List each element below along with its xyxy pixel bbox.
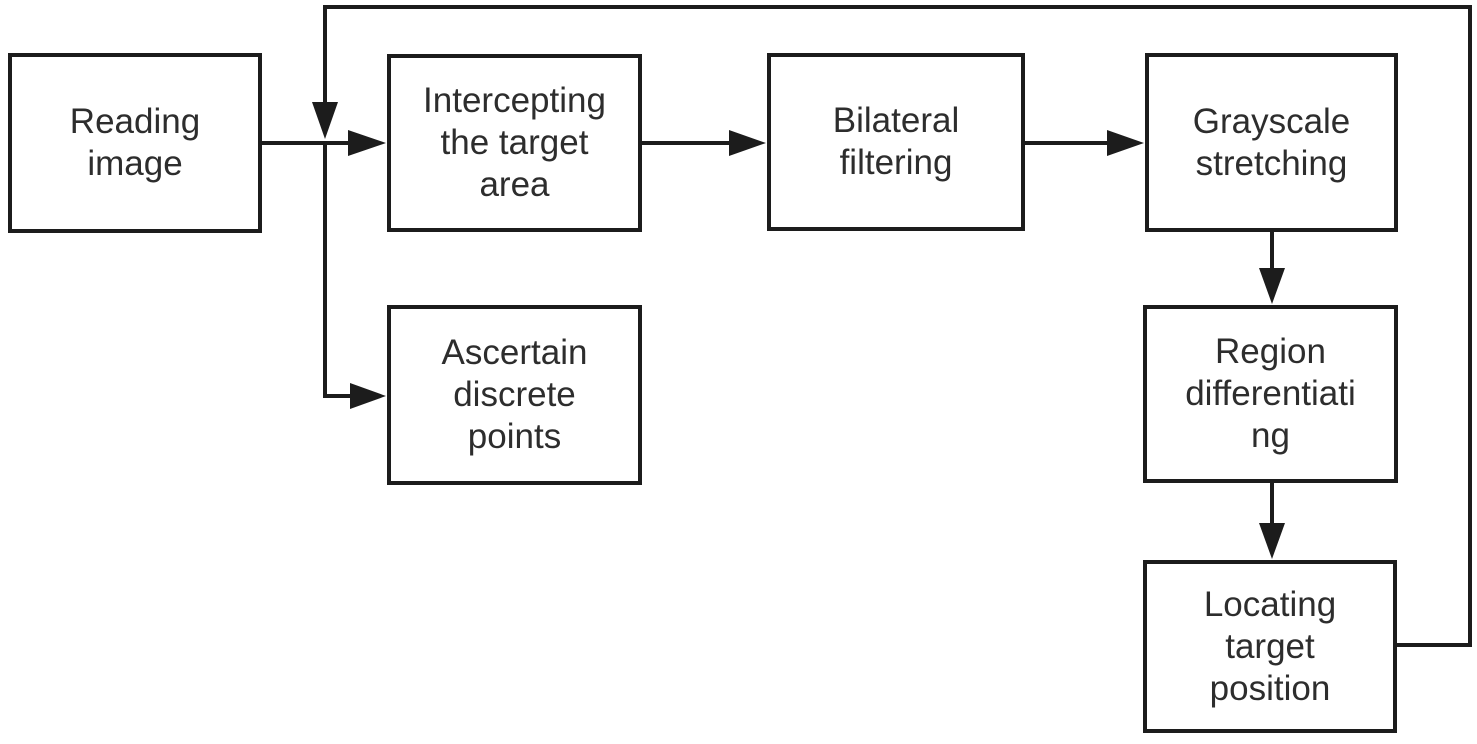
- flow-box-bilateral-filtering: Bilateral filtering: [767, 53, 1025, 231]
- flow-box-reading-image-label: Reading image: [69, 102, 201, 183]
- flow-box-intercepting-target-area-label: Intercepting the target area: [423, 81, 606, 204]
- flow-box-locating-target-position: Locating target position: [1143, 560, 1397, 733]
- flow-box-reading-image: Reading image: [8, 53, 262, 233]
- flow-box-grayscale-stretching: Grayscale stretching: [1145, 53, 1398, 232]
- flow-box-locating-target-position-label: Locating target position: [1203, 584, 1337, 708]
- flow-box-region-differentiating-label: Region differentiati ng: [1185, 332, 1356, 455]
- arrowhead-bilateral-to-grayscale-icon: [1107, 130, 1144, 156]
- flow-box-ascertain-discrete-points: Ascertain discrete points: [387, 305, 642, 485]
- arrowhead-grayscale-to-region-icon: [1259, 268, 1285, 304]
- arrowhead-reading-to-intercepting-icon: [348, 130, 386, 156]
- arrowhead-intercepting-to-bilateral-icon: [729, 130, 766, 156]
- arrowhead-feedback-down-icon: [312, 102, 338, 139]
- flow-box-region-differentiating: Region differentiati ng: [1143, 305, 1398, 483]
- edge-feedback-loop: [323, 5, 1472, 647]
- arrowhead-region-to-locating-icon: [1259, 523, 1285, 559]
- flow-box-bilateral-filtering-label: Bilateral filtering: [832, 101, 960, 182]
- edge-junction-to-ascertain: [323, 143, 352, 398]
- flow-box-intercepting-target-area: Intercepting the target area: [387, 54, 642, 232]
- arrowhead-junction-to-ascertain-icon: [350, 383, 386, 409]
- flow-box-grayscale-stretching-label: Grayscale stretching: [1192, 101, 1351, 183]
- flow-box-ascertain-discrete-points-label: Ascertain discrete points: [441, 333, 588, 456]
